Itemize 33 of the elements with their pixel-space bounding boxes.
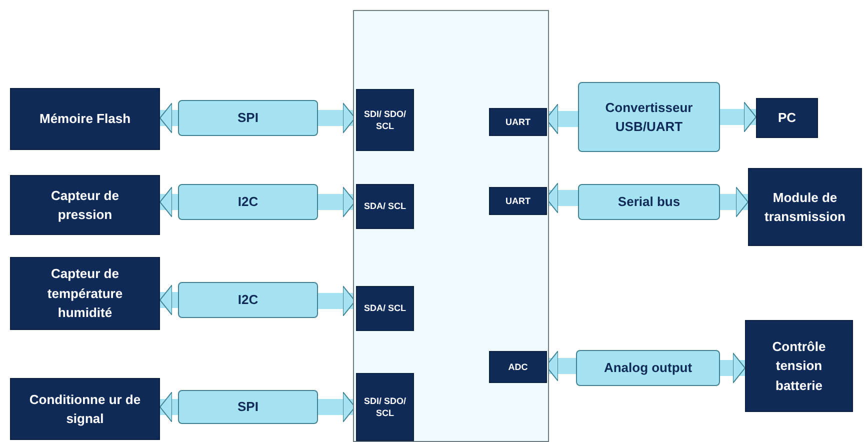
- device-box: Capteur de température humidité: [10, 257, 160, 330]
- device-box: Conditionne ur de signal: [10, 378, 160, 440]
- microcontroller-panel: [353, 10, 549, 442]
- device-box: PC: [756, 98, 818, 138]
- bus-label-box: Serial bus: [578, 184, 720, 220]
- block-arrow: [720, 102, 756, 132]
- device-box: Contrôle tension batterie: [745, 320, 853, 412]
- bus-label-box: Analog output: [576, 350, 720, 386]
- device-box: Mémoire Flash: [10, 88, 160, 150]
- block-arrow: [720, 186, 748, 218]
- device-box: Module de transmission: [748, 168, 862, 246]
- block-arrow: [160, 186, 178, 218]
- block-arrow: [318, 286, 356, 316]
- bus-label-box: Convertisseur USB/UART: [578, 82, 720, 152]
- block-arrow: [160, 392, 178, 422]
- block-arrow: [318, 392, 356, 422]
- bus-label-box: I2C: [178, 282, 318, 318]
- pin-box: SDA/ SCL: [356, 184, 414, 229]
- pin-box: SDA/ SCL: [356, 286, 414, 331]
- device-box: Capteur de pression: [10, 175, 160, 235]
- block-arrow: [160, 102, 178, 134]
- pin-box: UART: [489, 108, 547, 136]
- block-arrow: [318, 186, 356, 218]
- pin-box: UART: [489, 187, 547, 215]
- block-arrow: [318, 102, 356, 134]
- block-arrow: [720, 352, 746, 384]
- pin-box: SDI/ SDO/ SCL: [356, 373, 414, 441]
- bus-label-box: I2C: [178, 184, 318, 220]
- bus-label-box: SPI: [178, 390, 318, 424]
- bus-label-box: SPI: [178, 100, 318, 136]
- pin-box: SDI/ SDO/ SCL: [356, 89, 414, 151]
- pin-box: ADC: [489, 351, 547, 383]
- block-arrow: [160, 284, 178, 316]
